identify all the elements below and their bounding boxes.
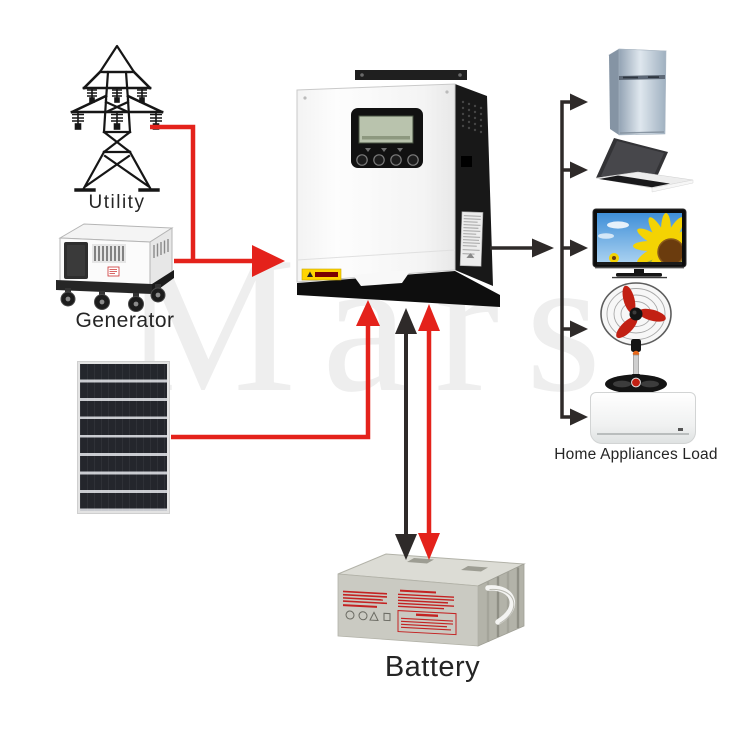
inverter-battery-dc-lines — [395, 304, 440, 560]
laptop-icon — [594, 136, 696, 202]
caution-sticker — [301, 268, 342, 281]
tv-icon — [592, 208, 688, 282]
side-spec-sticker — [459, 211, 484, 267]
solar-inverter-icon — [293, 64, 505, 314]
stand-fan-icon — [598, 281, 674, 394]
battery-handle — [485, 585, 516, 625]
generator-icon — [50, 218, 182, 312]
battery-label: Battery — [384, 651, 481, 683]
mounting-bracket — [355, 70, 467, 80]
solar-cells — [80, 364, 167, 511]
air-conditioner-icon — [590, 392, 696, 444]
ac-vent — [597, 433, 689, 435]
inverter-display — [351, 108, 423, 168]
load-label: Home Appliances Load — [554, 446, 718, 463]
solar-to-inverter-line — [171, 300, 380, 440]
battery-caution-box — [397, 610, 457, 636]
solar-panel-icon — [77, 361, 170, 514]
inverter-to-load-lines — [490, 93, 588, 426]
transmission-tower-icon — [58, 40, 176, 198]
ac-indicator — [678, 428, 683, 431]
utility-label: Utility — [88, 192, 146, 213]
inverter-base — [297, 271, 500, 307]
utility-to-inverter-line — [150, 124, 285, 277]
battery-icon — [330, 548, 530, 653]
refrigerator-icon — [604, 44, 670, 140]
generator-label: Generator — [75, 309, 175, 332]
